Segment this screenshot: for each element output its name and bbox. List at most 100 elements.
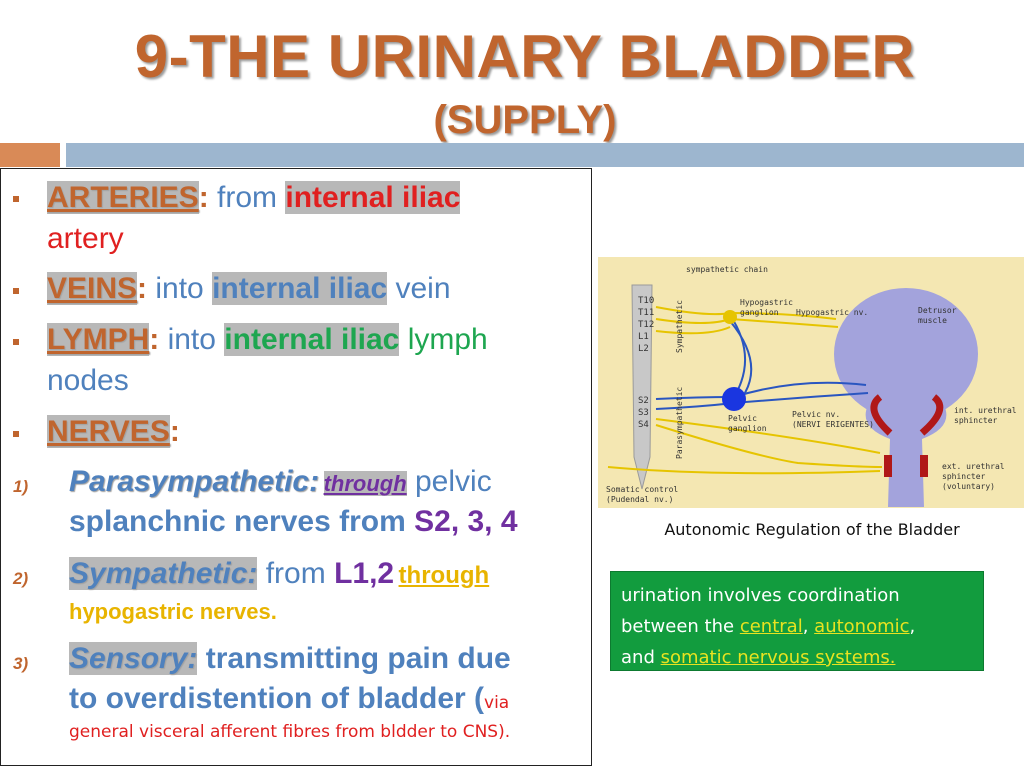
bladder-shape [834, 288, 978, 420]
veins-colon: : [137, 272, 148, 305]
symp-levels: L1,2 [334, 557, 395, 590]
bullet [13, 288, 19, 294]
item-number-1: 1) [13, 477, 29, 496]
symp-hypogastric: hypogastric nerves. [69, 599, 277, 624]
header-band-blue [66, 143, 1024, 167]
para-label: Parasympathetic: [69, 465, 320, 498]
nerve-line [655, 402, 735, 410]
sens-line2: to overdistention of bladder (via [69, 684, 509, 714]
label-pelvic: Pelvic [728, 414, 757, 423]
arteries-colon: : [198, 181, 209, 214]
item-number-3: 3) [13, 654, 29, 673]
label-t10: T10 [638, 296, 654, 306]
symp-from: from [257, 557, 335, 590]
label-s4: S4 [638, 420, 649, 430]
para-line: Parasympathetic: through pelvic [69, 467, 492, 497]
sens-text1: transmitting pain due [197, 642, 511, 675]
label-pelvic-ganglion: ganglion [728, 424, 767, 433]
lymph-lymph: lymph [399, 323, 488, 356]
note-period: . [889, 647, 896, 668]
para-line2: splanchnic nerves from S2, 3, 4 [69, 507, 518, 537]
nerve-line [655, 424, 883, 468]
lymph-colon: : [149, 323, 160, 356]
label-parasympathetic-vertical: Parasympathetic [675, 387, 684, 459]
ext-sphincter-left [884, 455, 892, 477]
nerve-line [607, 466, 881, 475]
spinal-cord-shape [631, 284, 653, 490]
note-line-1: urination involves coordination [621, 585, 900, 606]
label-int-urethral: int. urethral [954, 406, 1017, 415]
lymph-internal-iliac: internal iliac [224, 323, 400, 356]
note-comma: , [802, 616, 809, 637]
bullet [13, 196, 19, 202]
sens-line3: general visceral afferent fibres from bl… [69, 722, 510, 742]
nerve-line [655, 418, 881, 454]
label-s2: S2 [638, 396, 649, 406]
veins-internal-iliac: internal iliac [212, 272, 388, 305]
page-subtitle: (SUPPLY) [433, 98, 617, 142]
label-detrusor: Detrusor [918, 306, 957, 315]
content-box: ARTERIES: from internal iliac artery VEI… [0, 168, 592, 766]
label-nervi-erigentes: (NERVI ERIGENTES) [792, 420, 874, 429]
arteries-label: ARTERIES [47, 181, 199, 214]
nerve-line [733, 392, 869, 404]
note-line-3: and somatic nervous systems. [621, 642, 973, 673]
item-number-2: 2) [13, 569, 29, 588]
label-muscle: muscle [918, 316, 947, 325]
para-pelvic: pelvic [406, 465, 492, 498]
label-t11: T11 [638, 308, 654, 318]
para-splanchnic: splanchnic nerves from [69, 505, 415, 538]
lymph-label: LYMPH [47, 323, 150, 356]
label-t12: T12 [638, 320, 654, 330]
link-somatic[interactable]: somatic nervous systems [660, 647, 890, 668]
lymph-into: into [159, 323, 225, 356]
bladder-innervation-diagram: sympathetic chain T10 T11 T12 L1 L2 S2 S… [598, 257, 1024, 508]
lymph-line: LYMPH: into internal iliac lymph [47, 323, 488, 356]
bullet [13, 431, 19, 437]
pelvic-ganglion-node [722, 387, 746, 411]
sens-label: Sensory: [69, 642, 198, 675]
nerves-colon: : [169, 415, 180, 448]
veins-label: VEINS [47, 272, 138, 305]
int-sphincter-right [919, 394, 944, 436]
label-hypogastric: Hypogastric [740, 298, 793, 307]
nerve-line [655, 326, 731, 335]
label-hypogastric-nv: Hypogastric nv. [796, 308, 868, 317]
sens-line3: general visceral afferent fibres from bl… [69, 722, 511, 742]
bullet [13, 339, 19, 345]
nerves-line: NERVES: [47, 415, 180, 448]
label-pudendal: (Pudendal nv.) [606, 495, 673, 504]
nerve-line [733, 381, 867, 398]
urination-note-box: urination involves coordination between … [610, 571, 984, 671]
nerves-label: NERVES [47, 415, 170, 448]
symp-line: Sympathetic: from L1,2 through [69, 557, 490, 590]
arteries-line: ARTERIES: from internal iliac [47, 181, 461, 214]
veins-vein: vein [387, 272, 451, 305]
link-central[interactable]: central [739, 616, 803, 637]
note-line-2: between the central, autonomic, [621, 611, 973, 642]
note-comma-2: , [909, 616, 916, 637]
arteries-internal-iliac: internal iliac [285, 181, 461, 214]
label-ext-urethral: ext. urethral [942, 462, 1005, 471]
arteries-from: from [208, 181, 286, 214]
label-l1: L1 [638, 332, 649, 342]
symp-through: through [398, 562, 490, 589]
veins-into: into [147, 272, 213, 305]
ext-sphincter-right [920, 455, 928, 477]
label-int-sphincter: sphincter [954, 416, 998, 425]
lymph-nodes: nodes [47, 364, 129, 397]
symp-label: Sympathetic: [69, 557, 258, 590]
arteries-artery: artery [47, 222, 124, 255]
hypogastric-ganglion-node [723, 310, 737, 324]
label-pelvic-nv: Pelvic nv. [792, 410, 840, 419]
label-sympathetic-chain: sympathetic chain [686, 265, 768, 274]
page-title: 9-THE URINARY BLADDER [134, 23, 916, 90]
sens-line: Sensory: transmitting pain due [69, 642, 511, 675]
lymph-line2: nodes [47, 366, 129, 396]
sens-text2: to overdistention of bladder ( [69, 682, 485, 715]
link-autonomic[interactable]: autonomic [814, 616, 910, 637]
note-and: and [621, 647, 661, 668]
label-l2: L2 [638, 344, 649, 354]
label-s3: S3 [638, 408, 649, 418]
arteries-line2: artery [47, 224, 124, 254]
